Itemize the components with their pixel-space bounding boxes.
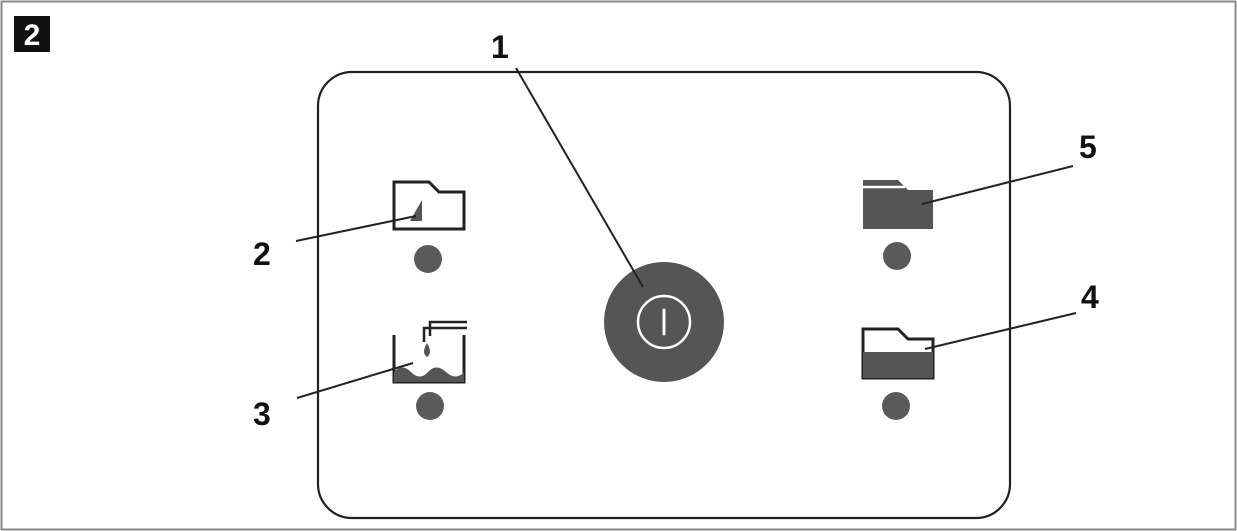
- leader-line-3: [296, 362, 414, 399]
- indicator-light-3: [416, 392, 444, 420]
- callout-2: 2: [253, 236, 271, 272]
- indicator-light-2: [414, 245, 442, 273]
- figure-badge-number: 2: [24, 19, 41, 52]
- indicator-light-4: [882, 392, 910, 420]
- callout-4: 4: [1081, 279, 1099, 315]
- indicator-light-5: [883, 242, 911, 270]
- water-tank-refill-icon: [392, 320, 467, 384]
- leader-lines: [295, 67, 1077, 399]
- container-full-icon: [863, 180, 933, 229]
- leader-line-5: [921, 165, 1074, 205]
- power-button[interactable]: [604, 262, 724, 382]
- leader-line-2: [295, 215, 417, 242]
- power-button-icon: [636, 294, 692, 350]
- callout-3: 3: [253, 396, 271, 432]
- container-partly-filled-icon: [861, 327, 935, 380]
- leader-line-4: [924, 312, 1077, 350]
- callout-1: 1: [491, 29, 509, 65]
- figure-badge-box: [14, 16, 50, 52]
- callout-5: 5: [1079, 129, 1097, 165]
- leader-line-1: [515, 67, 644, 288]
- figure-badge: 2: [14, 16, 50, 52]
